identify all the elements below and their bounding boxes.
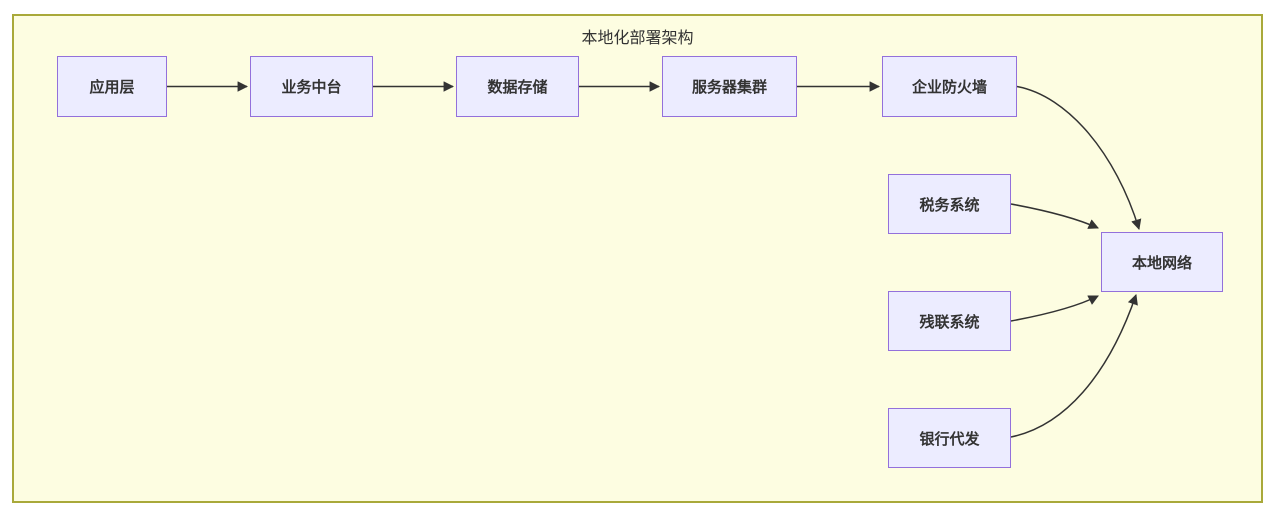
node-label: 本地网络 [1131,254,1192,272]
node-bank-payroll[interactable]: 银行代发 [888,408,1011,468]
diagram-canvas: 本地化部署架构 应用层 业务中台 数据存储 服务器集群 企业防火墙税务系统残联系统银行代… [12,14,1263,503]
node-enterprise-firewall[interactable]: 企业防火墙 [882,56,1017,117]
node-label: 残联系统 [919,313,980,331]
node-tax-system[interactable]: 税务系统 [888,174,1011,234]
edge-tax-system-to-local-network [1010,203,1099,229]
edge-bank-payroll-to-local-network [1010,294,1138,438]
node-label: 税务系统 [919,196,980,214]
edge-canlian-system-to-local-network [1010,295,1099,322]
node-business-middle-platform[interactable]: 业务中台 [250,56,373,117]
node-server-cluster[interactable]: 服务器集群 [662,56,797,117]
diagram-title: 本地化部署架构 [581,30,694,47]
node-local-network[interactable]: 本地网络 [1101,232,1223,292]
node-label: 企业防火墙 [911,79,987,96]
node-data-storage[interactable]: 数据存储 [456,56,579,117]
node-label: 业务中台 [281,79,342,96]
node-label: 应用层 [89,79,135,96]
node-canlian-system[interactable]: 残联系统 [888,291,1011,351]
edge-layer [167,81,1142,438]
node-label: 数据存储 [487,79,548,96]
node-label: 银行代发 [919,430,980,448]
node-label: 服务器集群 [691,79,767,96]
node-app-layer[interactable]: 应用层 [57,56,167,117]
edge-enterprise-firewall-to-local-network [1016,85,1142,231]
